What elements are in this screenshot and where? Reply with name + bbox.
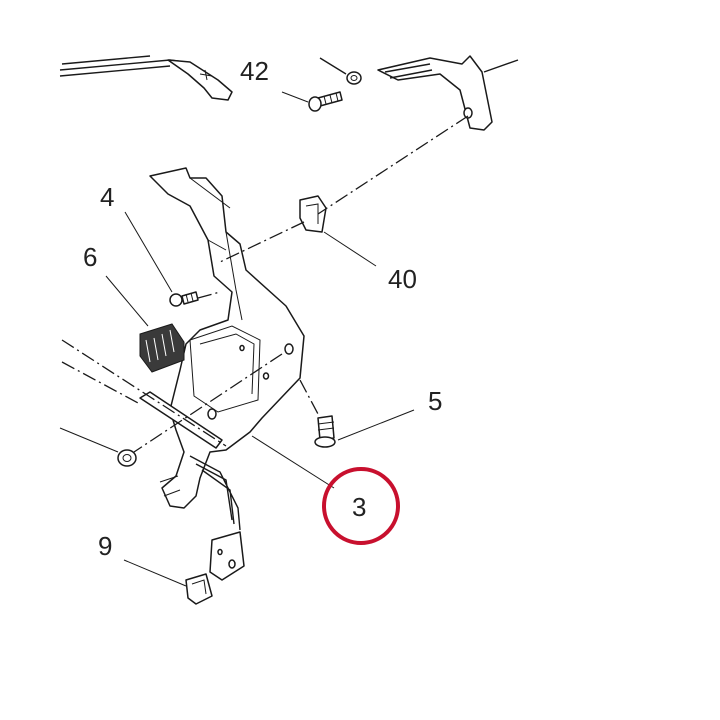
screw-5: [314, 409, 415, 448]
main-bracket-3: [139, 167, 305, 581]
callout-9: 9: [98, 531, 112, 561]
clip-9: [123, 559, 213, 605]
callout-4: 4: [100, 182, 114, 212]
top-right-bracket-fragment: [319, 55, 519, 131]
screw-4: [124, 211, 199, 307]
leader-line-6: [105, 275, 149, 327]
leader-line-5: [337, 409, 415, 441]
leader-line-40: [323, 231, 377, 267]
callout-3: 3: [352, 492, 366, 522]
callout-40: 40: [388, 264, 417, 294]
callout-6: 6: [83, 242, 97, 272]
washer-top: [346, 71, 362, 85]
leader-line-42: [281, 91, 309, 103]
leader-line-4: [124, 211, 173, 293]
washer-left: [59, 427, 137, 467]
callout-42: 42: [240, 56, 269, 86]
callout-5: 5: [428, 386, 442, 416]
leader-line-3: [251, 435, 335, 489]
connector-6: [105, 275, 185, 373]
screw-42: [281, 91, 343, 112]
highlight-circle: [322, 467, 400, 545]
clip-40: [299, 195, 377, 267]
leader-line-9: [123, 559, 187, 587]
top-left-assembly-fragment: [59, 55, 233, 101]
alignment-lines: [61, 115, 469, 453]
